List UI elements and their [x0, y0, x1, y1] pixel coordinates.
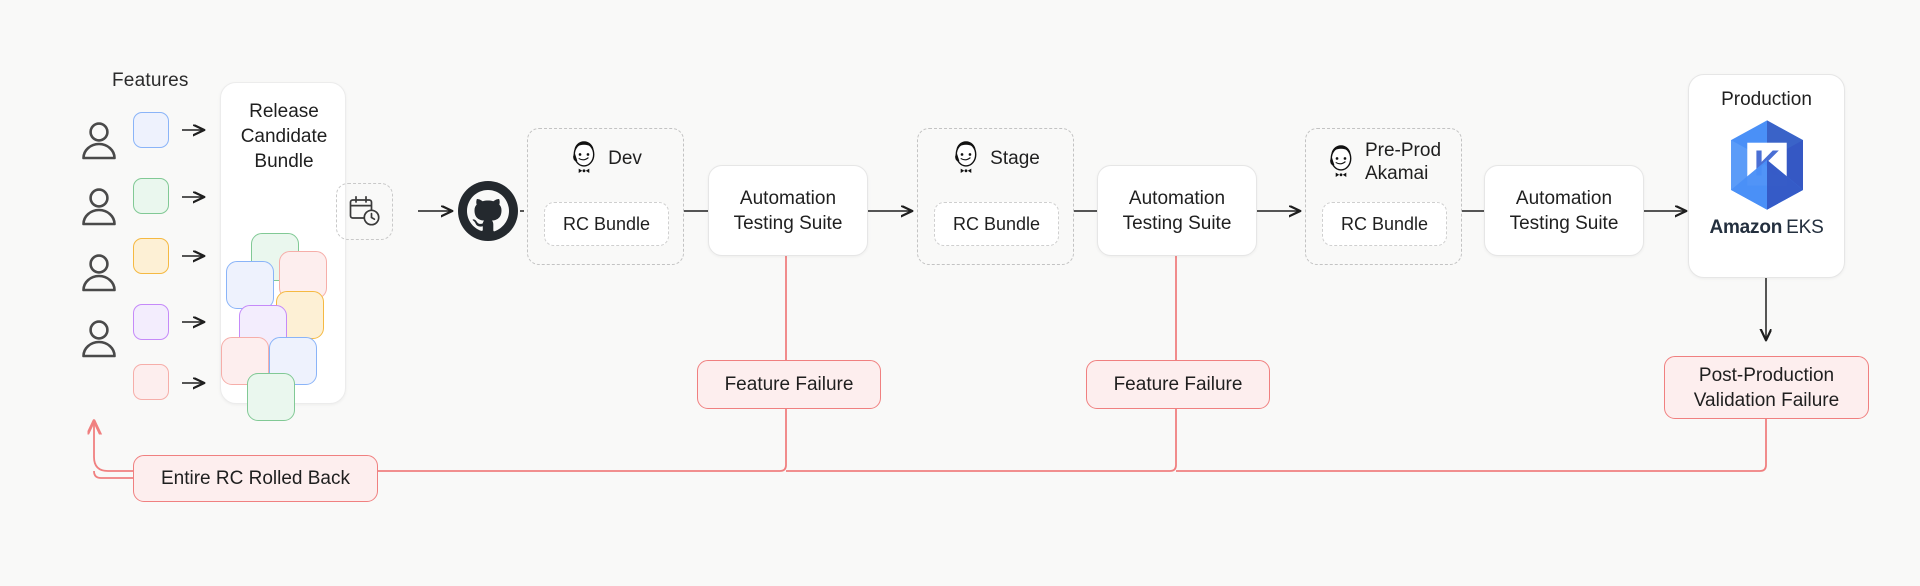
automation-testing-suite-2[interactable]: Automation Testing Suite [1097, 165, 1257, 256]
avatar [76, 118, 122, 169]
rc-bundle-chip-dev[interactable]: RC Bundle [544, 202, 669, 246]
avatar [76, 316, 122, 367]
failure-box-1[interactable]: Feature Failure [697, 360, 881, 409]
amazon-eks-icon: K [1730, 120, 1803, 210]
mini-card [226, 261, 274, 309]
features-label: Features [112, 70, 189, 91]
feature-chip-blue[interactable] [133, 112, 169, 148]
failure-box-3[interactable]: Post-Production Validation Failure [1664, 356, 1869, 419]
rc-bundle-mini-stack [221, 233, 347, 421]
feature-chip-pink[interactable] [133, 364, 169, 400]
rc-bundle-chip-preprod[interactable]: RC Bundle [1322, 202, 1447, 246]
automation-testing-suite-3[interactable]: Automation Testing Suite [1484, 165, 1644, 256]
jenkins-icon [573, 141, 595, 173]
jenkins-icon [1330, 145, 1352, 177]
feature-chip-purple[interactable] [133, 304, 169, 340]
stage-box-stage[interactable]: Stage RC Bundle [917, 128, 1074, 265]
stage-name-dev: Dev [608, 147, 642, 169]
amazon-brand-text: Amazon [1709, 217, 1783, 238]
calendar-clock-icon [349, 195, 380, 226]
automation-testing-suite-1[interactable]: Automation Testing Suite [708, 165, 868, 256]
stage-box-dev[interactable]: Dev RC Bundle [527, 128, 684, 265]
rc-bundle-title: Release Candidate Bundle [240, 101, 328, 172]
rc-bundle-chip-stage[interactable]: RC Bundle [934, 202, 1059, 246]
feature-chip-green[interactable] [133, 178, 169, 214]
mini-card [247, 373, 295, 421]
eks-product-text: EKS [1786, 217, 1824, 238]
avatar [76, 250, 122, 301]
stage-box-preprod[interactable]: Pre-Prod Akamai RC Bundle [1305, 128, 1462, 265]
stage-header-dev: Dev [569, 141, 642, 175]
production-title: Production [1721, 89, 1812, 110]
scheduler-box[interactable] [336, 183, 393, 240]
jenkins-icon [955, 141, 977, 173]
avatar [76, 184, 122, 235]
release-candidate-bundle-card[interactable]: Release Candidate Bundle [220, 82, 347, 421]
failure-box-2[interactable]: Feature Failure [1086, 360, 1270, 409]
stage-header-preprod: Pre-Prod Akamai [1326, 139, 1441, 185]
stage-header-stage: Stage [951, 141, 1040, 175]
rollback-box[interactable]: Entire RC Rolled Back [133, 455, 378, 502]
stage-name-preprod: Pre-Prod Akamai [1364, 140, 1442, 184]
stage-name-stage: Stage [990, 147, 1040, 169]
github-icon[interactable] [456, 179, 520, 243]
feature-chip-orange[interactable] [133, 238, 169, 274]
